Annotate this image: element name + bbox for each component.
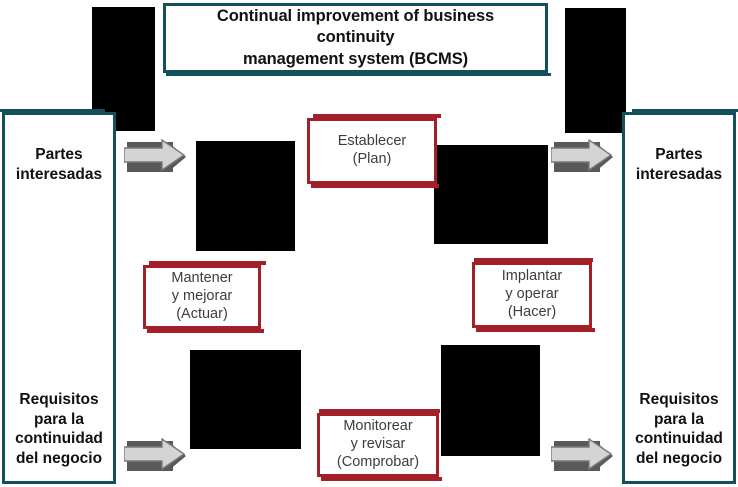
side-panel-right-top-label: Partes interesadas xyxy=(636,145,722,185)
pdca-box-plan: Establecer (Plan) xyxy=(307,118,437,184)
redacted-block-top-right xyxy=(565,8,626,133)
redacted-block-center-upper-left xyxy=(196,141,295,251)
pdca-act-line-3: (Actuar) xyxy=(176,305,228,322)
right-top-line-2: interesadas xyxy=(635,166,723,184)
side-panel-right-bottom-label: Requisitos para la continuidad del negoc… xyxy=(625,390,733,469)
redacted-block-center-lower-left xyxy=(190,350,301,449)
redbox-check-shadow-top xyxy=(319,409,440,413)
arrow-top-left xyxy=(124,139,190,175)
title-line-2: management system (BCMS) xyxy=(243,49,468,68)
redbox-plan-shadow-top xyxy=(313,114,441,118)
pdca-check-line-2: y revisar xyxy=(350,436,406,453)
right-bottom-line-1: Requisitos xyxy=(639,390,719,408)
redbox-check-shadow-bottom xyxy=(321,477,442,481)
pdca-do-line-3: (Hacer) xyxy=(507,303,557,320)
side-panel-left-stakeholders: Partes interesadas Requisitos para la co… xyxy=(2,112,116,484)
side-panel-left-top-label: Partes interesadas xyxy=(16,145,102,185)
redbox-act-shadow-top xyxy=(149,261,266,265)
pdca-check-line-3: (Comprobar) xyxy=(336,453,420,470)
redbox-do-shadow-top xyxy=(474,258,593,262)
left-bottom-line-4: del negocio xyxy=(15,450,103,468)
right-bottom-line-4: del negocio xyxy=(635,450,723,468)
arrow-bottom-left xyxy=(124,438,190,474)
right-arrow-icon xyxy=(124,438,186,471)
arrow-top-right xyxy=(551,139,617,175)
left-bottom-line-3: continuidad xyxy=(15,430,103,448)
title-box: Continual improvement of business contin… xyxy=(163,3,548,73)
right-arrow-icon xyxy=(124,139,186,172)
redacted-block-center-lower-right xyxy=(441,345,540,456)
pdca-box-check: Monitorear y revisar (Comprobar) xyxy=(317,413,439,477)
pdca-do-line-2: y operar xyxy=(505,286,559,303)
redbox-plan-shadow-bottom xyxy=(311,184,439,188)
left-bottom-line-1: Requisitos xyxy=(19,390,99,408)
right-top-line-1: Partes xyxy=(655,146,703,163)
side-panel-left-bottom-label: Requisitos para la continuidad del negoc… xyxy=(5,390,113,469)
right-arrow-icon xyxy=(551,438,613,471)
left-top-line-2: interesadas xyxy=(15,166,103,184)
pdca-do-line-1: Implantar xyxy=(501,268,563,285)
arrow-bottom-right xyxy=(551,438,617,474)
pdca-plan-line-1: Establecer xyxy=(337,133,407,150)
title-box-shadow-strip xyxy=(166,73,551,76)
right-arrow-icon xyxy=(551,139,613,172)
left-top-line-1: Partes xyxy=(35,146,83,163)
redbox-act-shadow-bottom xyxy=(147,329,264,333)
right-bottom-line-2: para la xyxy=(654,410,704,428)
side-panel-right-stakeholders: Partes interesadas Requisitos para la co… xyxy=(622,112,736,484)
right-bottom-line-3: continuidad xyxy=(635,430,723,448)
left-bottom-line-2: para la xyxy=(34,410,84,428)
redbox-do-shadow-bottom xyxy=(476,328,595,332)
pdca-check-line-1: Monitorear xyxy=(343,418,413,435)
redacted-block-center-upper-right xyxy=(434,145,548,244)
pdca-box-act: Mantener y mejorar (Actuar) xyxy=(143,265,261,329)
pdca-act-line-1: Mantener xyxy=(171,270,233,287)
pdca-act-line-2: y mejorar xyxy=(171,288,233,305)
pdca-plan-line-2: (Plan) xyxy=(352,151,392,167)
pdca-box-do: Implantar y operar (Hacer) xyxy=(472,262,592,328)
side-panel-right-shadow-strip xyxy=(632,109,738,112)
title-line-1: Continual improvement of business contin… xyxy=(216,7,495,47)
side-panel-left-shadow-strip xyxy=(0,109,105,112)
